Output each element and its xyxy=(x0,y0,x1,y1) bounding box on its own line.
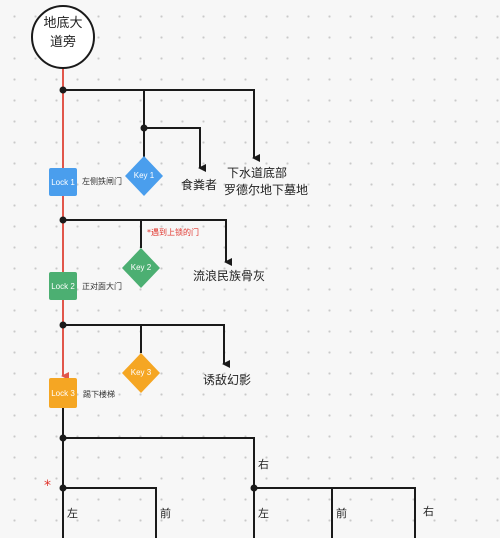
dir-front-2: 前 xyxy=(336,507,347,520)
lock-3-desc: 踢下楼梯 xyxy=(83,390,115,399)
lock-3: Lock 3 xyxy=(51,388,75,398)
dest-sewer-line-2: 罗德尔地下墓地 xyxy=(224,183,309,197)
start-node-label: 地底大 道旁 xyxy=(32,14,94,52)
branch-left-front xyxy=(63,487,157,538)
dest-ashes: 流浪民族骨灰 xyxy=(193,269,266,283)
key-3-label: Key 3 xyxy=(130,368,152,377)
key-2-diamond xyxy=(122,248,160,288)
branch-to-ashes xyxy=(63,219,232,266)
key-1-diamond xyxy=(125,156,163,196)
lock-1: Lock 1 xyxy=(51,177,75,187)
dest-dung-eater: 食粪者 xyxy=(181,178,218,192)
branch-to-dung-eater xyxy=(144,127,206,172)
star-marker: * xyxy=(44,478,51,494)
dir-front: 前 xyxy=(160,507,171,520)
lock-2-desc: 正对面大门 xyxy=(82,282,122,291)
dest-phantom: 诱敌幻影 xyxy=(203,373,252,387)
start-line-1: 地底大 xyxy=(43,16,83,31)
lock-3-box xyxy=(49,378,77,408)
junction-dots xyxy=(59,86,258,492)
locked-door-note: *遇到上锁的门 xyxy=(147,228,199,237)
lock-1-desc: 左侧铁闸门 xyxy=(82,177,122,186)
lock-2-box xyxy=(49,272,77,300)
key-3-diamond xyxy=(122,353,160,393)
branch-right xyxy=(63,437,255,538)
key-2-label: Key 2 xyxy=(130,263,152,272)
key-1-label: Key 1 xyxy=(133,171,155,180)
start-node xyxy=(31,5,95,69)
branch-to-phantom xyxy=(63,324,230,368)
dir-left-2: 左 xyxy=(258,507,269,520)
dir-right-2: 右 xyxy=(423,505,434,518)
dir-right: 右 xyxy=(258,458,269,471)
branch-to-sewer xyxy=(63,89,260,162)
branch-right-split xyxy=(254,487,416,538)
start-line-2: 道旁 xyxy=(49,35,76,50)
dir-left: 左 xyxy=(67,507,78,520)
dest-sewer-line-1: 下水道底部 xyxy=(227,166,288,180)
lock-1-box xyxy=(49,168,77,196)
lock-2: Lock 2 xyxy=(51,281,75,291)
